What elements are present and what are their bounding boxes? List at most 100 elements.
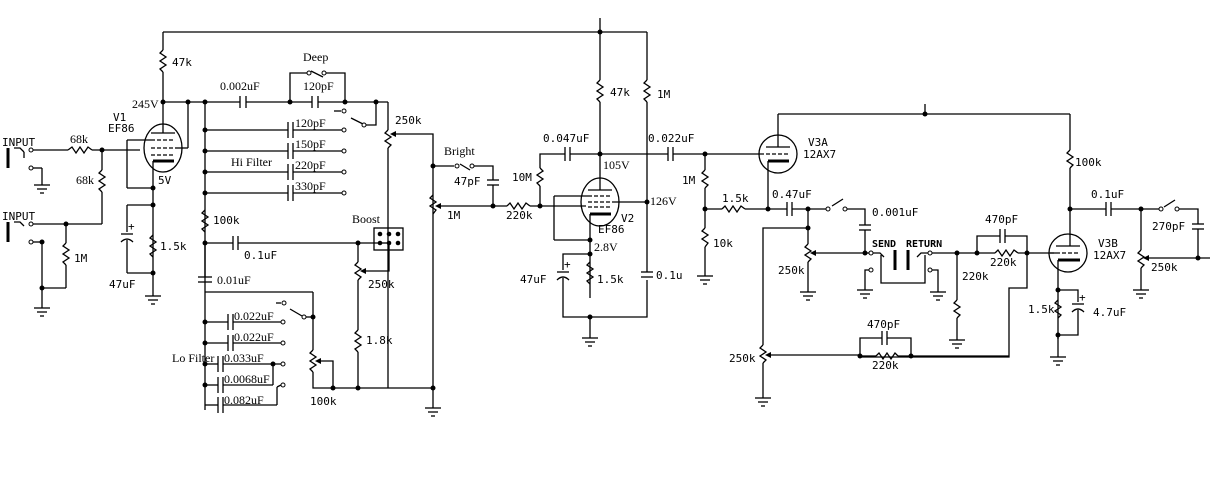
label-deep: Deep	[303, 50, 328, 64]
input-jack-1[interactable]	[6, 147, 68, 194]
label-47k-v2: 47k	[610, 86, 630, 99]
label-100k-v3b: 100k	[1075, 156, 1102, 169]
resistor-1.5k-v3a	[721, 204, 746, 214]
pot-250k-output[interactable]	[1136, 249, 1146, 269]
label-0.001uF: 0.001uF	[872, 206, 918, 219]
label-1M-input: 1M	[74, 252, 88, 265]
resistor-10M	[535, 167, 545, 187]
tube-v3b-type: 12AX7	[1093, 249, 1126, 262]
return-jack[interactable]	[880, 250, 946, 301]
resistor-1.5k-v2	[585, 261, 595, 285]
fx-switch[interactable]	[825, 198, 848, 212]
label-lo-0.022uF-a: 0.022uF	[234, 309, 274, 323]
label-bright: Bright	[444, 144, 475, 158]
label-250k-boost: 250k	[368, 278, 395, 291]
label-220k-a: 220k	[990, 256, 1017, 269]
label-hi-150pF: 150pF	[295, 137, 326, 151]
label-0.047uF: 0.047uF	[543, 132, 589, 145]
hi-filter-switch[interactable]	[334, 102, 377, 128]
tube-v3a-type: 12AX7	[803, 148, 836, 161]
label-1.8k: 1.8k	[366, 334, 393, 347]
label-68k-shunt: 68k	[76, 173, 94, 187]
voltage-v1-cathode: 5V	[158, 174, 172, 187]
svg-text:+: +	[1079, 291, 1086, 304]
label-lo-filter: Lo Filter	[172, 351, 214, 365]
label-100k-lo: 100k	[310, 395, 337, 408]
label-4.7uF: 4.7uF	[1093, 306, 1126, 319]
label-270pF: 270pF	[1152, 220, 1185, 233]
label-100k: 100k	[213, 214, 240, 227]
pot-100k-lo[interactable]	[308, 349, 318, 373]
tube-v3b-id: V3B	[1098, 237, 1118, 250]
label-250k-send: 250k	[778, 264, 805, 277]
resistor-68k-shunt	[97, 169, 107, 193]
label-220k-grid: 220k	[506, 209, 533, 222]
resistor-220k-a	[994, 248, 1019, 258]
label-0.01uF: 0.01uF	[217, 273, 251, 287]
tube-v1-type: EF86	[108, 122, 135, 135]
tube-v3a	[758, 114, 798, 209]
label-10k: 10k	[713, 237, 733, 250]
label-10M: 10M	[512, 171, 532, 184]
voltage-v2-cathode: 2.8V	[594, 240, 618, 254]
tube-v2-id: V2	[621, 212, 634, 225]
svg-text:+: +	[128, 220, 135, 233]
label-120pF-deep: 120pF	[303, 79, 334, 93]
label-lo-0.082uF: 0.082uF	[224, 393, 264, 407]
label-1M-pot: 1M	[447, 209, 461, 222]
pot-1M[interactable]	[428, 194, 438, 215]
bright-switch[interactable]	[454, 163, 475, 171]
resistor-47k-v2	[595, 79, 605, 103]
resistor-1M-v2-screen	[642, 79, 652, 103]
resistor-10k	[700, 227, 710, 248]
svg-text:+: +	[564, 258, 571, 271]
pot-250k-boost[interactable]	[353, 261, 363, 281]
label-47k-v1: 47k	[172, 56, 192, 69]
resistor-1M-input	[61, 242, 71, 266]
output-bright-switch[interactable]	[1158, 199, 1180, 212]
pot-250k-send[interactable]	[803, 243, 813, 263]
pot-250k-volume[interactable]	[383, 129, 393, 149]
label-68k-series: 68k	[70, 132, 88, 146]
label-220k-b: 220k	[872, 359, 899, 372]
label-0.1uF: 0.1uF	[244, 249, 277, 262]
resistor-1.8k	[353, 329, 363, 353]
lo-filter-switch[interactable]	[276, 300, 316, 320]
label-47uF-v1: 47uF	[109, 278, 136, 291]
label-470pF-b: 470pF	[867, 318, 900, 331]
lo-filter-caps	[202, 314, 286, 413]
label-lo-0.033uF: 0.033uF	[224, 351, 264, 365]
label-return: RETURN	[906, 239, 942, 250]
label-47uF-v2: 47uF	[520, 273, 547, 286]
deep-switch[interactable]	[289, 70, 346, 102]
label-220k-return: 220k	[962, 270, 989, 283]
resistor-1M-v3a-grid	[700, 169, 710, 189]
input-jack-2[interactable]	[6, 221, 102, 317]
voltage-v2-plate: 105V	[603, 158, 630, 172]
tube-v3a-id: V3A	[808, 136, 828, 149]
send-jack[interactable]	[857, 250, 897, 299]
label-0.47uF: 0.47uF	[772, 188, 812, 201]
tube-v1-id: V1	[113, 111, 126, 124]
pot-250k-mix[interactable]	[758, 344, 768, 364]
tube-v2-type: EF86	[598, 223, 625, 236]
resistor-220k-b	[875, 351, 899, 361]
label-lo-0.0068uF: 0.0068uF	[224, 372, 270, 386]
label-1.5k-v3a: 1.5k	[722, 192, 749, 205]
label-47pF: 47pF	[454, 175, 481, 188]
hi-filter-caps	[202, 122, 347, 201]
label-1.5k-v2: 1.5k	[597, 273, 624, 286]
label-send: SEND	[872, 239, 896, 250]
label-1M-v2-screen: 1M	[657, 88, 671, 101]
voltage-v2-screen: 126V	[650, 194, 677, 208]
input-label-2: INPUT	[2, 210, 35, 223]
resistor-220k-return	[952, 299, 962, 319]
label-lo-0.022uF-b: 0.022uF	[234, 330, 274, 344]
label-250k-volume: 250k	[395, 114, 422, 127]
label-hi-330pF: 330pF	[295, 179, 326, 193]
label-1.5k-v3b: 1.5k	[1028, 303, 1055, 316]
resistor-1.5k-v3b	[1053, 299, 1063, 319]
resistor-220k-grid	[506, 201, 531, 211]
label-hi-220pF: 220pF	[295, 158, 326, 172]
